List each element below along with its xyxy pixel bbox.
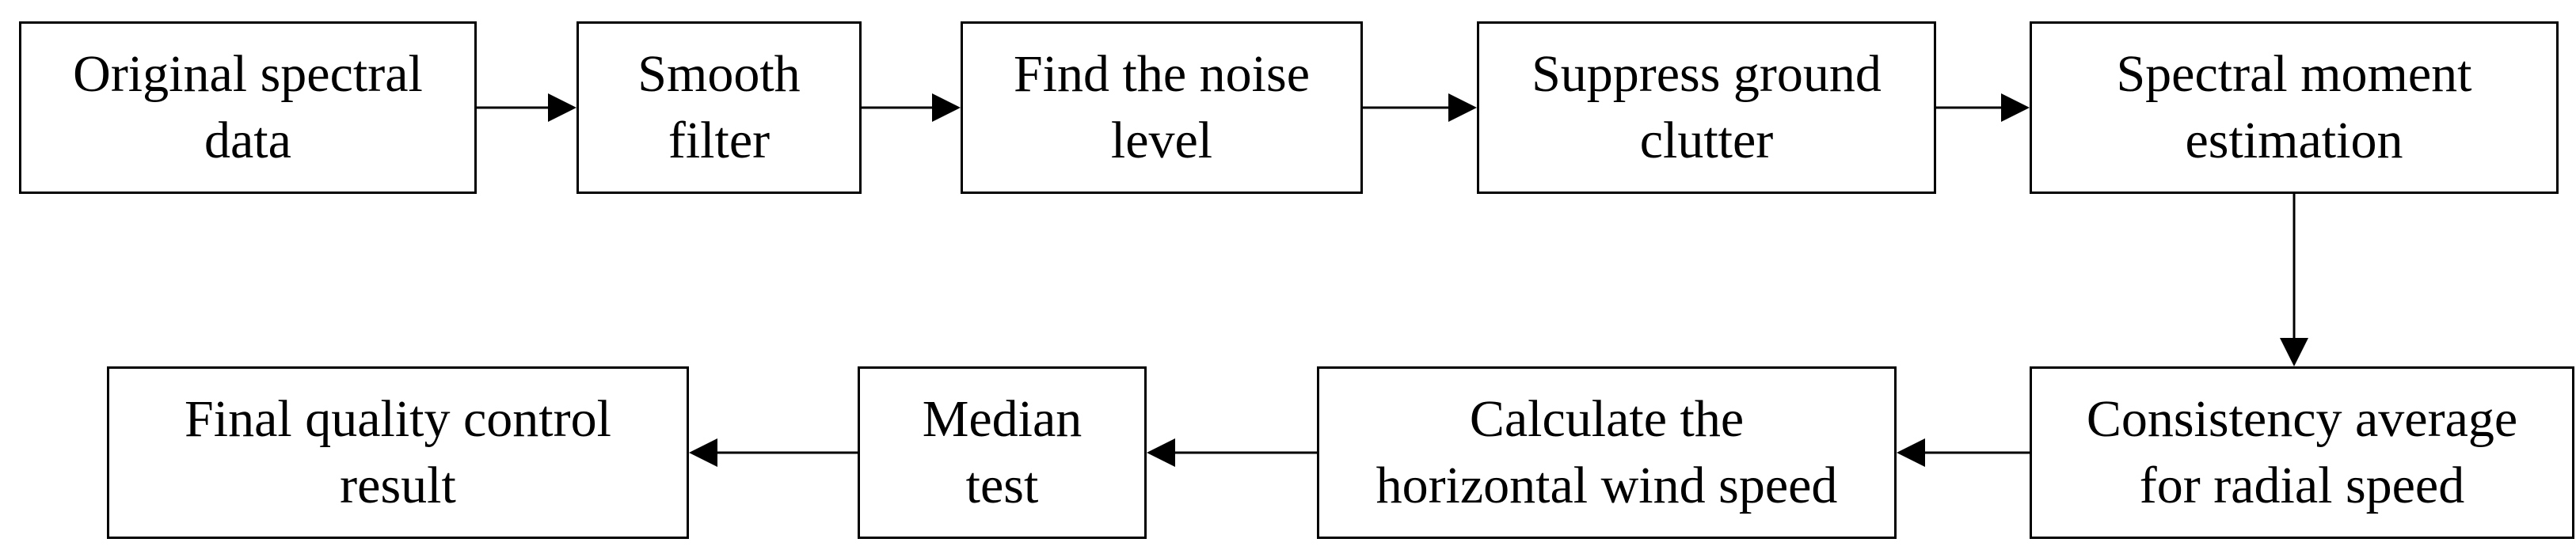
step-label: Final quality control result bbox=[185, 390, 611, 514]
arrowhead-left bbox=[689, 438, 717, 467]
step-median-test: Median test bbox=[858, 366, 1147, 539]
step-label: Original spectral data bbox=[73, 45, 423, 169]
step-label: Spectral moment estimation bbox=[2116, 45, 2472, 169]
arrowhead-right bbox=[932, 93, 961, 122]
step-consistency-average-radial-speed: Consistency average for radial speed bbox=[2030, 366, 2574, 539]
arrowhead-right bbox=[2001, 93, 2030, 122]
arrowhead-down bbox=[2280, 338, 2308, 366]
arrowhead-left bbox=[1147, 438, 1175, 467]
step-label: Consistency average for radial speed bbox=[2086, 390, 2518, 514]
step-calculate-horizontal-wind-speed: Calculate the horizontal wind speed bbox=[1317, 366, 1897, 539]
step-label: Suppress ground clutter bbox=[1532, 45, 1882, 169]
step-original-spectral-data: Original spectral data bbox=[19, 21, 477, 194]
step-label: Median test bbox=[922, 390, 1083, 514]
arrowhead-right bbox=[548, 93, 576, 122]
step-spectral-moment-estimation: Spectral moment estimation bbox=[2030, 21, 2559, 194]
arrowhead-left bbox=[1897, 438, 1925, 467]
step-label: Calculate the horizontal wind speed bbox=[1376, 390, 1838, 514]
step-label: Find the noise level bbox=[1014, 45, 1310, 169]
step-smooth-filter: Smooth filter bbox=[576, 21, 862, 194]
step-suppress-ground-clutter: Suppress ground clutter bbox=[1477, 21, 1936, 194]
step-find-noise-level: Find the noise level bbox=[961, 21, 1363, 194]
step-final-quality-control-result: Final quality control result bbox=[107, 366, 689, 539]
arrowhead-right bbox=[1448, 93, 1477, 122]
step-label: Smooth filter bbox=[637, 45, 801, 169]
